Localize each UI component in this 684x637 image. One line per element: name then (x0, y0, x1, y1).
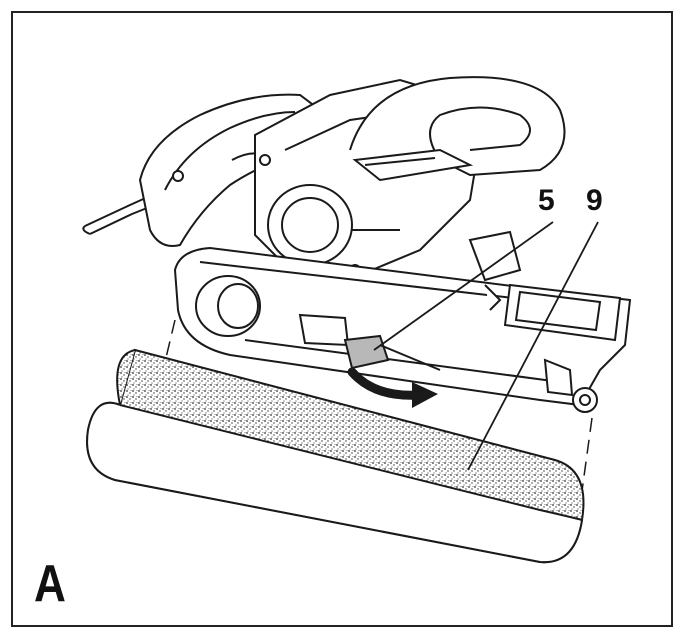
sander-base (173, 246, 632, 407)
callout-label-9: 9 (586, 184, 603, 217)
front-handle (349, 76, 566, 182)
callout-label-5: 5 (538, 184, 555, 217)
leader-lines (373, 221, 599, 471)
tension-lever (343, 334, 441, 371)
figure-border (11, 11, 673, 627)
sanding-belt (86, 348, 585, 564)
front-roller (195, 275, 261, 337)
rotation-arrow-icon (347, 367, 438, 408)
rear-roller (543, 358, 598, 413)
power-cord (82, 195, 153, 235)
belt-tracking-housing (468, 230, 522, 311)
figure-letter: A (34, 555, 66, 613)
dust-outlet (259, 154, 361, 276)
